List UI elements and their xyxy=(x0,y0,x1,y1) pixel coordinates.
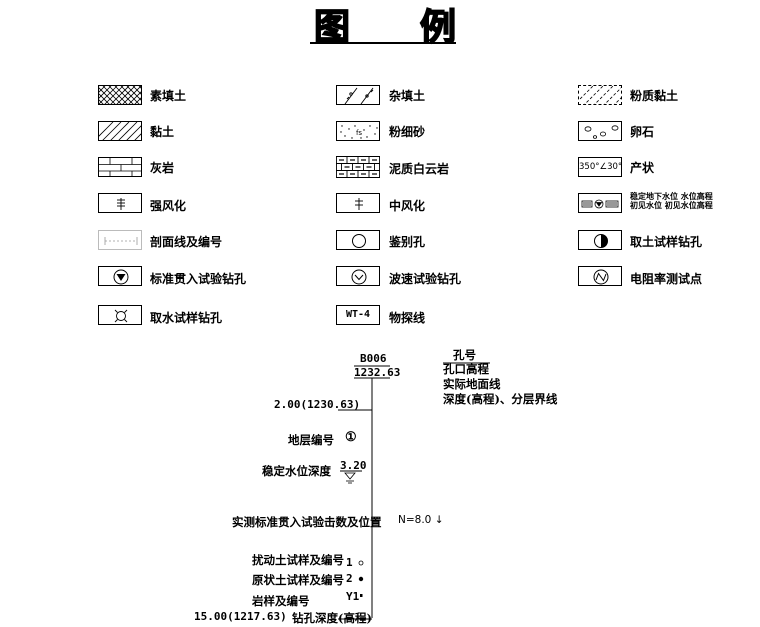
legend-label-clay: 黏土 xyxy=(150,125,175,139)
borehole-bottom-label: 钻孔深度(高程) xyxy=(292,611,372,625)
legend-label-wave-velocity-borehole: 波速试验钻孔 xyxy=(389,272,462,286)
rock-sample-label: 岩样及编号 xyxy=(252,594,310,608)
undisturbed-sample-marker xyxy=(358,576,364,582)
rock-sample-no: Y1 xyxy=(346,590,360,603)
borehole-elevation: 1232.63 xyxy=(354,366,401,379)
water-level-note: 稳定地下水位 水位高程 初见水位 初见水位高程 xyxy=(630,192,713,210)
limestone-symbol xyxy=(98,157,142,177)
legend-label-resistivity-point: 电阻率测试点 xyxy=(630,272,703,286)
water-level-symbol xyxy=(578,193,622,213)
legend-title: 图 例 xyxy=(300,0,460,49)
spt-value: N=8.0 ↓ xyxy=(398,514,444,526)
silty-sand-code: fs xyxy=(356,129,362,137)
key-depth-boundary: 深度(高程)、分层界线 xyxy=(443,392,558,406)
disturbed-sample-no: 1 xyxy=(346,556,353,569)
legend-label-silty-sand: 粉细砂 xyxy=(389,125,426,139)
rock-sample-marker xyxy=(360,594,363,597)
geophysical-line-code: WT-4 xyxy=(345,309,371,320)
key-borehole-no: 孔号 xyxy=(453,348,476,362)
depth-1: 2.00(1230.63) xyxy=(274,398,361,411)
legend-label-soil-sample-borehole: 取土试样钻孔 xyxy=(630,235,703,249)
attitude-value: 350°∠30° xyxy=(579,162,622,172)
spt-borehole-symbol xyxy=(98,266,142,286)
moderate-weathering-symbol xyxy=(336,193,380,213)
water-sample-borehole-symbol xyxy=(98,305,142,325)
water-level-label: 稳定水位深度 xyxy=(262,464,331,478)
attitude-symbol: 350°∠30° xyxy=(578,157,622,177)
water-level-depth: 3.20 xyxy=(340,459,367,472)
spt-label: 实测标准贯入试验击数及位置 xyxy=(232,515,382,529)
misc-fill-symbol xyxy=(336,85,380,105)
wave-velocity-borehole-symbol xyxy=(336,266,380,286)
undisturbed-sample-no: 2 xyxy=(346,572,353,585)
title-underline xyxy=(310,42,456,44)
layer-number: ① xyxy=(345,430,357,445)
fill-soil-symbol xyxy=(98,85,142,105)
legend-label-attitude: 产状 xyxy=(630,161,655,175)
legend-label-spt-borehole: 标准贯入试验钻孔 xyxy=(150,272,247,286)
title-char-1: 图 xyxy=(313,5,351,49)
disturbed-sample-label: 扰动土试样及编号 xyxy=(252,553,344,567)
legend-label-moderate-weathering: 中风化 xyxy=(389,199,426,213)
silty-clay-symbol xyxy=(578,85,622,105)
key-ground-line: 实际地面线 xyxy=(443,377,501,391)
water-level-note-line2: 初见水位 初见水位高程 xyxy=(630,200,713,210)
undisturbed-sample-label: 原状土试样及编号 xyxy=(252,573,344,587)
legend-label-fill-soil: 素填土 xyxy=(150,89,187,103)
layer-label: 地层编号 xyxy=(288,433,334,447)
key-collar-elevation: 孔口高程 xyxy=(443,362,489,376)
resistivity-point-symbol xyxy=(578,266,622,286)
water-level-note-line1: 稳定地下水位 水位高程 xyxy=(630,191,713,201)
legend-label-geophysical-line: 物探线 xyxy=(389,311,426,325)
strong-weathering-symbol xyxy=(98,193,142,213)
disturbed-sample-marker xyxy=(358,560,364,566)
borehole-key: 孔号 孔口高程 实际地面线 深度(高程)、分层界线 xyxy=(443,348,557,407)
legend-label-pebble: 卵石 xyxy=(630,125,655,139)
section-line-symbol xyxy=(98,230,142,250)
silty-sand-symbol: fs xyxy=(336,121,380,141)
pebble-symbol xyxy=(578,121,622,141)
legend-label-dolomite: 泥质白云岩 xyxy=(389,162,450,176)
geophysical-line-symbol: WT-4 xyxy=(336,305,380,325)
borehole-bottom-depth: 15.00(1217.63) xyxy=(194,610,287,623)
legend-label-section-line: 剖面线及编号 xyxy=(150,235,223,249)
legend-label-silty-clay: 粉质黏土 xyxy=(630,89,679,103)
soil-sample-borehole-symbol xyxy=(578,230,622,250)
legend-label-strong-weathering: 强风化 xyxy=(150,199,187,213)
title-char-2: 例 xyxy=(419,5,457,49)
legend-label-misc-fill: 杂填土 xyxy=(389,89,426,103)
legend-label-water-sample-borehole: 取水试样钻孔 xyxy=(150,311,223,325)
borehole-id: B006 xyxy=(360,352,387,365)
legend-label-limestone: 灰岩 xyxy=(150,161,175,175)
identification-borehole-symbol xyxy=(336,230,380,250)
legend-label-identification-borehole: 鉴别孔 xyxy=(389,235,426,249)
clay-symbol xyxy=(98,121,142,141)
dolomite-symbol xyxy=(336,156,380,178)
